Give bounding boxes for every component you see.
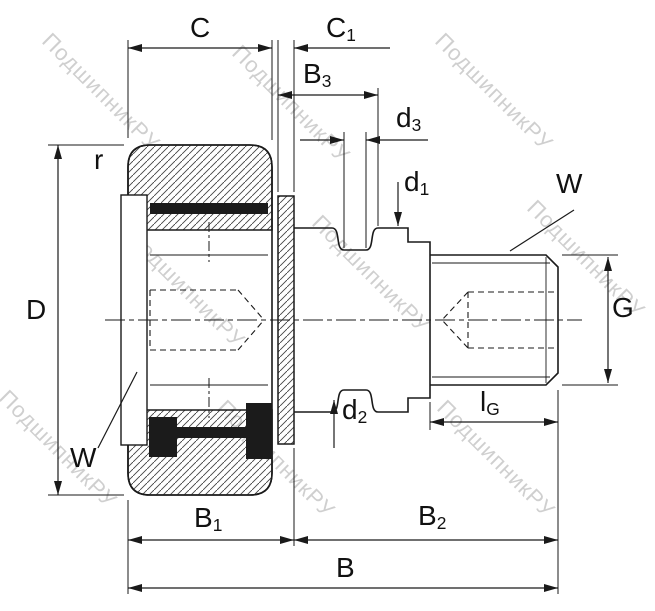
dim-label-G: G	[612, 292, 634, 323]
dim-label-B2: B2	[418, 500, 447, 533]
dim-label-B3: B3	[303, 58, 332, 91]
dim-label-C1: C1	[326, 12, 356, 45]
hex-socket-right	[441, 291, 556, 349]
dim-label-d2: d2	[342, 394, 368, 427]
top-washer-band	[150, 203, 268, 214]
dim-label-d3: d3	[396, 102, 422, 135]
dim-label-C: C	[190, 12, 211, 43]
extension-lines	[48, 40, 618, 594]
dim-label-W-right: W	[556, 168, 583, 199]
hex-socket-left	[149, 289, 265, 351]
stud-shaft-top	[294, 227, 431, 255]
dim-label-W-left: W	[70, 442, 97, 473]
dim-label-r: r	[94, 144, 104, 175]
seal-right	[246, 403, 272, 459]
dim-label-B1: B1	[194, 502, 223, 535]
leader-W-right	[509, 209, 575, 252]
dim-label-lG: lG	[480, 386, 500, 419]
needle-rollers	[150, 222, 268, 418]
dim-label-d1: d1	[404, 166, 430, 199]
seal-left	[149, 417, 177, 457]
dim-label-B: B	[336, 552, 355, 583]
leader-W-left	[97, 371, 138, 449]
dim-label-D: D	[26, 294, 47, 325]
dimension-lines	[54, 44, 612, 592]
bottom-washer-band	[177, 427, 248, 438]
